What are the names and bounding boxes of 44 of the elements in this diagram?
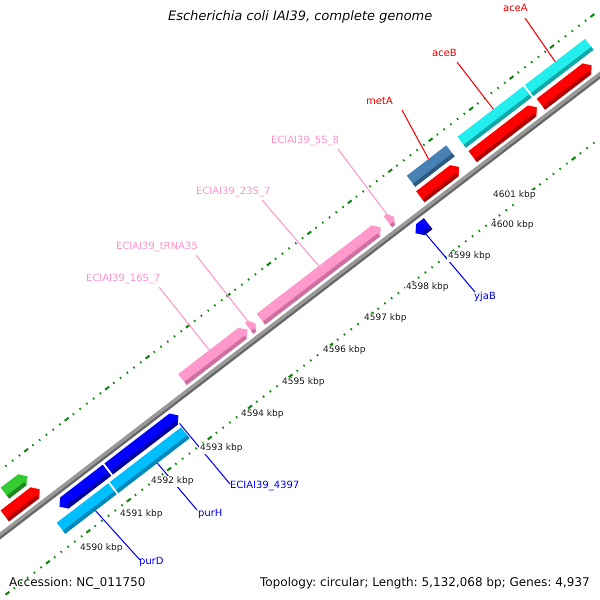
gene-feature bbox=[178, 328, 248, 386]
leader-line bbox=[262, 200, 320, 266]
gene-label: purH bbox=[198, 509, 222, 519]
gene-feature bbox=[56, 483, 117, 534]
title: Escherichia coli IAI39, complete genome bbox=[168, 10, 432, 23]
genome-stats-note: Topology: circular; Length: 5,132,068 bp; Genes: 4,937 bbox=[260, 576, 590, 588]
leader-line bbox=[425, 234, 476, 292]
gene-label: aceA bbox=[503, 4, 528, 14]
gene-label: aceB bbox=[432, 49, 457, 59]
gene-label: ECIAI39_4397 bbox=[230, 481, 300, 491]
leader-line bbox=[338, 148, 388, 214]
tick-label: 4595 kbp bbox=[281, 377, 326, 388]
leader-line bbox=[158, 286, 210, 350]
tick-label: 4598 kbp bbox=[405, 282, 450, 293]
gene-feature bbox=[416, 218, 432, 236]
gene-feature bbox=[468, 105, 537, 162]
gene-feature bbox=[416, 165, 460, 202]
gene-label: ECIAI39_5S_8 bbox=[271, 136, 339, 146]
leader-line bbox=[179, 423, 230, 484]
accession-note: Accession: NC_011750 bbox=[9, 576, 146, 588]
gene-label: ECIAI39_16S_7 bbox=[86, 274, 160, 284]
gene-label: metA bbox=[366, 97, 393, 107]
gene-feature bbox=[0, 487, 40, 522]
tick-label: 4597 kbp bbox=[363, 313, 408, 324]
leader-line bbox=[401, 110, 430, 160]
tick-label: 4590 kbp bbox=[79, 543, 124, 554]
gene-label: purD bbox=[139, 557, 164, 567]
tick-label: 4593 kbp bbox=[199, 443, 244, 454]
gene-label: ECIAI39_tRNA35 bbox=[116, 242, 198, 252]
gene-label: ECIAI39_23S_7 bbox=[196, 187, 270, 197]
tick-label: 4594 kbp bbox=[240, 409, 284, 420]
leader-line bbox=[94, 510, 140, 560]
tick-label: 4599 kbp bbox=[447, 251, 492, 262]
tick-label: 4601 kbp bbox=[492, 190, 536, 201]
tick-label: 4591 kbp bbox=[119, 509, 164, 520]
gene-feature bbox=[384, 214, 396, 228]
gene-feature bbox=[536, 63, 592, 110]
tick-label: 4596 kbp bbox=[322, 345, 366, 356]
leader-line bbox=[456, 62, 494, 110]
tick-label: 4600 kbp bbox=[490, 220, 534, 231]
leader-line bbox=[524, 18, 556, 62]
tick-label: 4592 kbp bbox=[150, 476, 194, 487]
leader-line bbox=[196, 254, 248, 322]
gene-label: yjaB bbox=[474, 292, 496, 302]
